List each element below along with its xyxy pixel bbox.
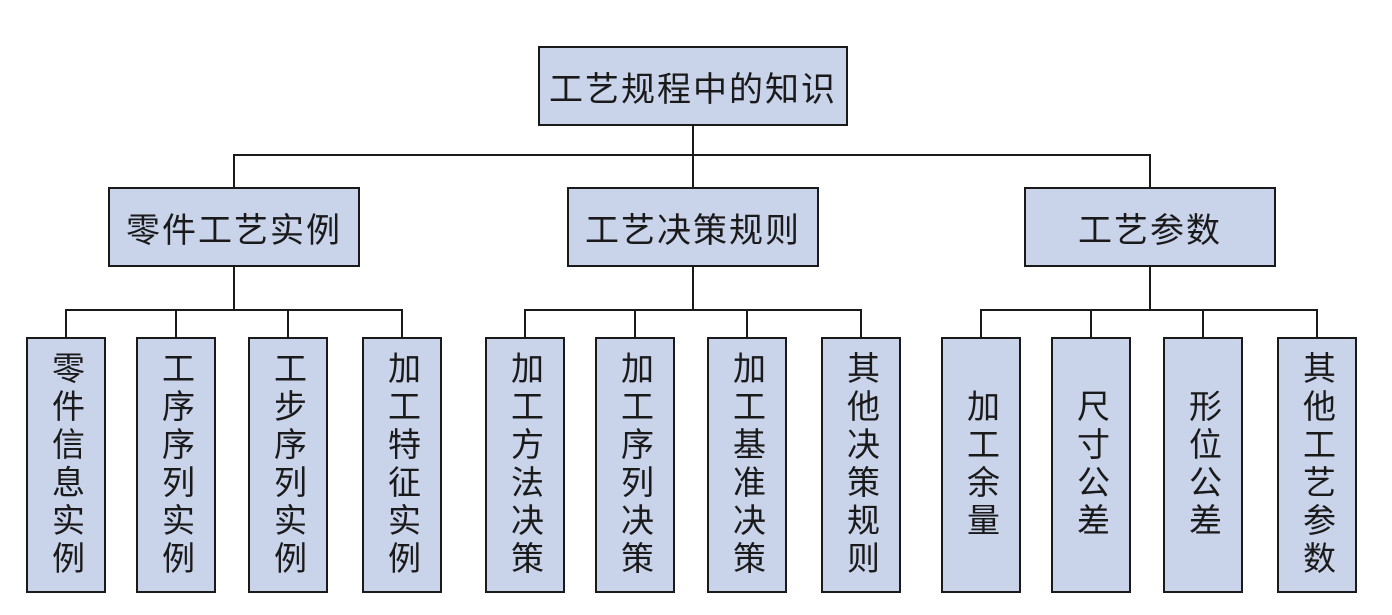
leaf-node-geometric-tolerance: 形位公差 <box>1163 337 1243 593</box>
connector-cat2-down <box>692 266 694 310</box>
leaf-node-label: 加工方法决策 <box>505 351 545 579</box>
category-node-process-decision-rules: 工艺决策规则 <box>567 187 819 267</box>
connector-leaf-3-4 <box>1316 309 1318 339</box>
leaf-node-label: 工步序列实例 <box>268 351 308 579</box>
leaf-node-other-decision-rules: 其他决策规则 <box>821 337 901 593</box>
connector-cat2-up <box>692 154 694 188</box>
connector-leaf-3-2 <box>1090 309 1092 339</box>
connector-leaf-3-3 <box>1202 309 1204 339</box>
root-node: 工艺规程中的知识 <box>538 46 848 126</box>
connector-cat1-up <box>233 154 235 188</box>
category-node-label: 零件工艺实例 <box>126 210 342 251</box>
leaf-node-machining-method-decision: 加工方法决策 <box>485 337 565 593</box>
connector-cat3-down <box>1149 266 1151 310</box>
connector-leaf-2-4 <box>860 309 862 339</box>
leaf-node-label: 零件信息实例 <box>46 351 86 579</box>
leaf-node-label: 加工特征实例 <box>382 351 422 579</box>
connector-leaf-1-3 <box>287 309 289 339</box>
connector-leaf-2-1 <box>524 309 526 339</box>
connector-leaf-2-3 <box>746 309 748 339</box>
leaf-node-other-process-parameters: 其他工艺参数 <box>1277 337 1357 593</box>
connector-cat3-bar <box>980 309 1318 311</box>
connector-cat3-up <box>1149 154 1151 188</box>
connector-leaf-1-2 <box>175 309 177 339</box>
leaf-node-dimensional-tolerance: 尺寸公差 <box>1051 337 1131 593</box>
connector-leaf-3-1 <box>980 309 982 339</box>
leaf-node-label: 其他工艺参数 <box>1297 351 1337 579</box>
leaf-node-part-info-instance: 零件信息实例 <box>26 337 106 593</box>
connector-cat1-bar <box>65 309 403 311</box>
root-node-label: 工艺规程中的知识 <box>549 69 837 110</box>
connector-cat1-down <box>233 266 235 310</box>
category-node-process-parameters: 工艺参数 <box>1024 187 1276 267</box>
leaf-node-operation-sequence-instance: 工序序列实例 <box>136 337 216 593</box>
connector-cat2-bar <box>524 309 862 311</box>
leaf-node-label: 加工序列决策 <box>615 351 655 579</box>
leaf-node-label: 加工余量 <box>961 389 1001 541</box>
leaf-node-step-sequence-instance: 工步序列实例 <box>248 337 328 593</box>
connector-root-down <box>692 125 694 155</box>
connector-leaf-1-4 <box>401 309 403 339</box>
leaf-node-label: 尺寸公差 <box>1071 389 1111 541</box>
leaf-node-label: 加工基准决策 <box>727 351 767 579</box>
leaf-node-label: 工序序列实例 <box>156 351 196 579</box>
connector-leaf-1-1 <box>65 309 67 339</box>
leaf-node-machining-datum-decision: 加工基准决策 <box>707 337 787 593</box>
category-node-label: 工艺参数 <box>1078 210 1222 251</box>
connector-leaf-2-2 <box>634 309 636 339</box>
category-node-part-process-instances: 零件工艺实例 <box>108 187 360 267</box>
leaf-node-label: 其他决策规则 <box>841 351 881 579</box>
leaf-node-machining-sequence-decision: 加工序列决策 <box>595 337 675 593</box>
leaf-node-machining-feature-instance: 加工特征实例 <box>362 337 442 593</box>
leaf-node-machining-allowance: 加工余量 <box>941 337 1021 593</box>
leaf-node-label: 形位公差 <box>1183 389 1223 541</box>
category-node-label: 工艺决策规则 <box>585 210 801 251</box>
